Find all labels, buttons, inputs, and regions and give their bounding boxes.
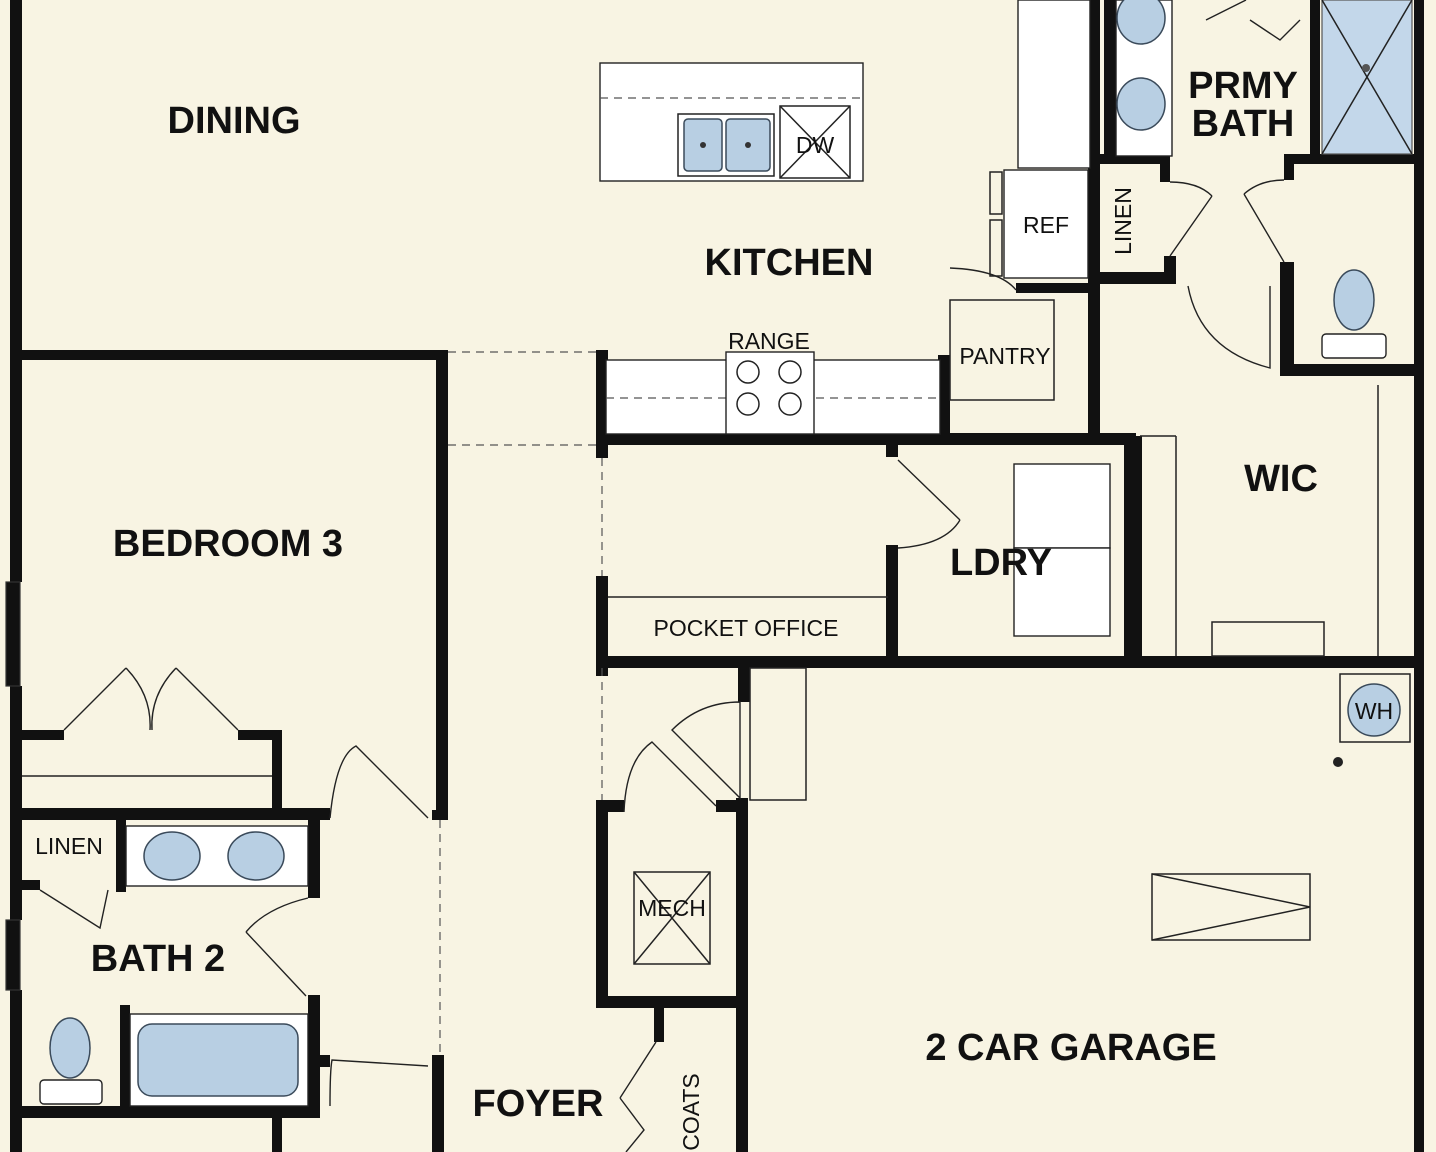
room-label-laundry: LDRY bbox=[950, 542, 1052, 584]
range-label: RANGE bbox=[728, 328, 810, 354]
pantry-shelf bbox=[949, 299, 1055, 401]
coats-label: COATS bbox=[678, 1073, 704, 1151]
room-label-wic: WIC bbox=[1244, 458, 1318, 500]
walls bbox=[5, 0, 1424, 1152]
pantry-label: PANTRY bbox=[959, 343, 1050, 369]
room-labels: DINING KITCHEN PRMY BATH BEDROOM 3 LDRY … bbox=[91, 65, 1318, 1125]
water-heater-label: WH bbox=[1355, 698, 1393, 724]
kitchen-island bbox=[599, 62, 864, 182]
room-label-primary-bath-2: BATH bbox=[1192, 103, 1295, 145]
primary-linen-label: LINEN bbox=[1110, 187, 1136, 255]
mech-box bbox=[633, 871, 711, 965]
room-label-primary-bath-1: PRMY bbox=[1188, 65, 1298, 107]
mechanical-label: MECH bbox=[638, 895, 706, 921]
room-label-garage: 2 CAR GARAGE bbox=[925, 1027, 1216, 1069]
room-label-bedroom-3: BEDROOM 3 bbox=[113, 523, 343, 565]
fixture-labels: DW REF LINEN RANGE PANTRY POCKET OFFICE … bbox=[35, 132, 1393, 1151]
refrigerator-label: REF bbox=[1023, 212, 1069, 238]
kitchen-counter bbox=[605, 351, 941, 435]
doors bbox=[39, 0, 1301, 1152]
laundry-machines bbox=[1013, 463, 1111, 637]
room-label-dining: DINING bbox=[168, 100, 301, 142]
pocket-office-label: POCKET OFFICE bbox=[654, 615, 839, 641]
openings bbox=[439, 351, 603, 1055]
room-label-foyer: FOYER bbox=[473, 1083, 604, 1125]
wic-shelves bbox=[1140, 385, 1379, 657]
dishwasher-label: DW bbox=[796, 132, 835, 158]
bath2-vanity bbox=[39, 825, 309, 1107]
bath-linen-label: LINEN bbox=[35, 833, 103, 859]
room-label-kitchen: KITCHEN bbox=[705, 242, 874, 284]
garage-fixtures bbox=[749, 667, 1411, 941]
primary-vanity bbox=[1017, 0, 1413, 169]
toilet-primary bbox=[1321, 269, 1387, 359]
room-label-bath-2: BATH 2 bbox=[91, 938, 225, 980]
